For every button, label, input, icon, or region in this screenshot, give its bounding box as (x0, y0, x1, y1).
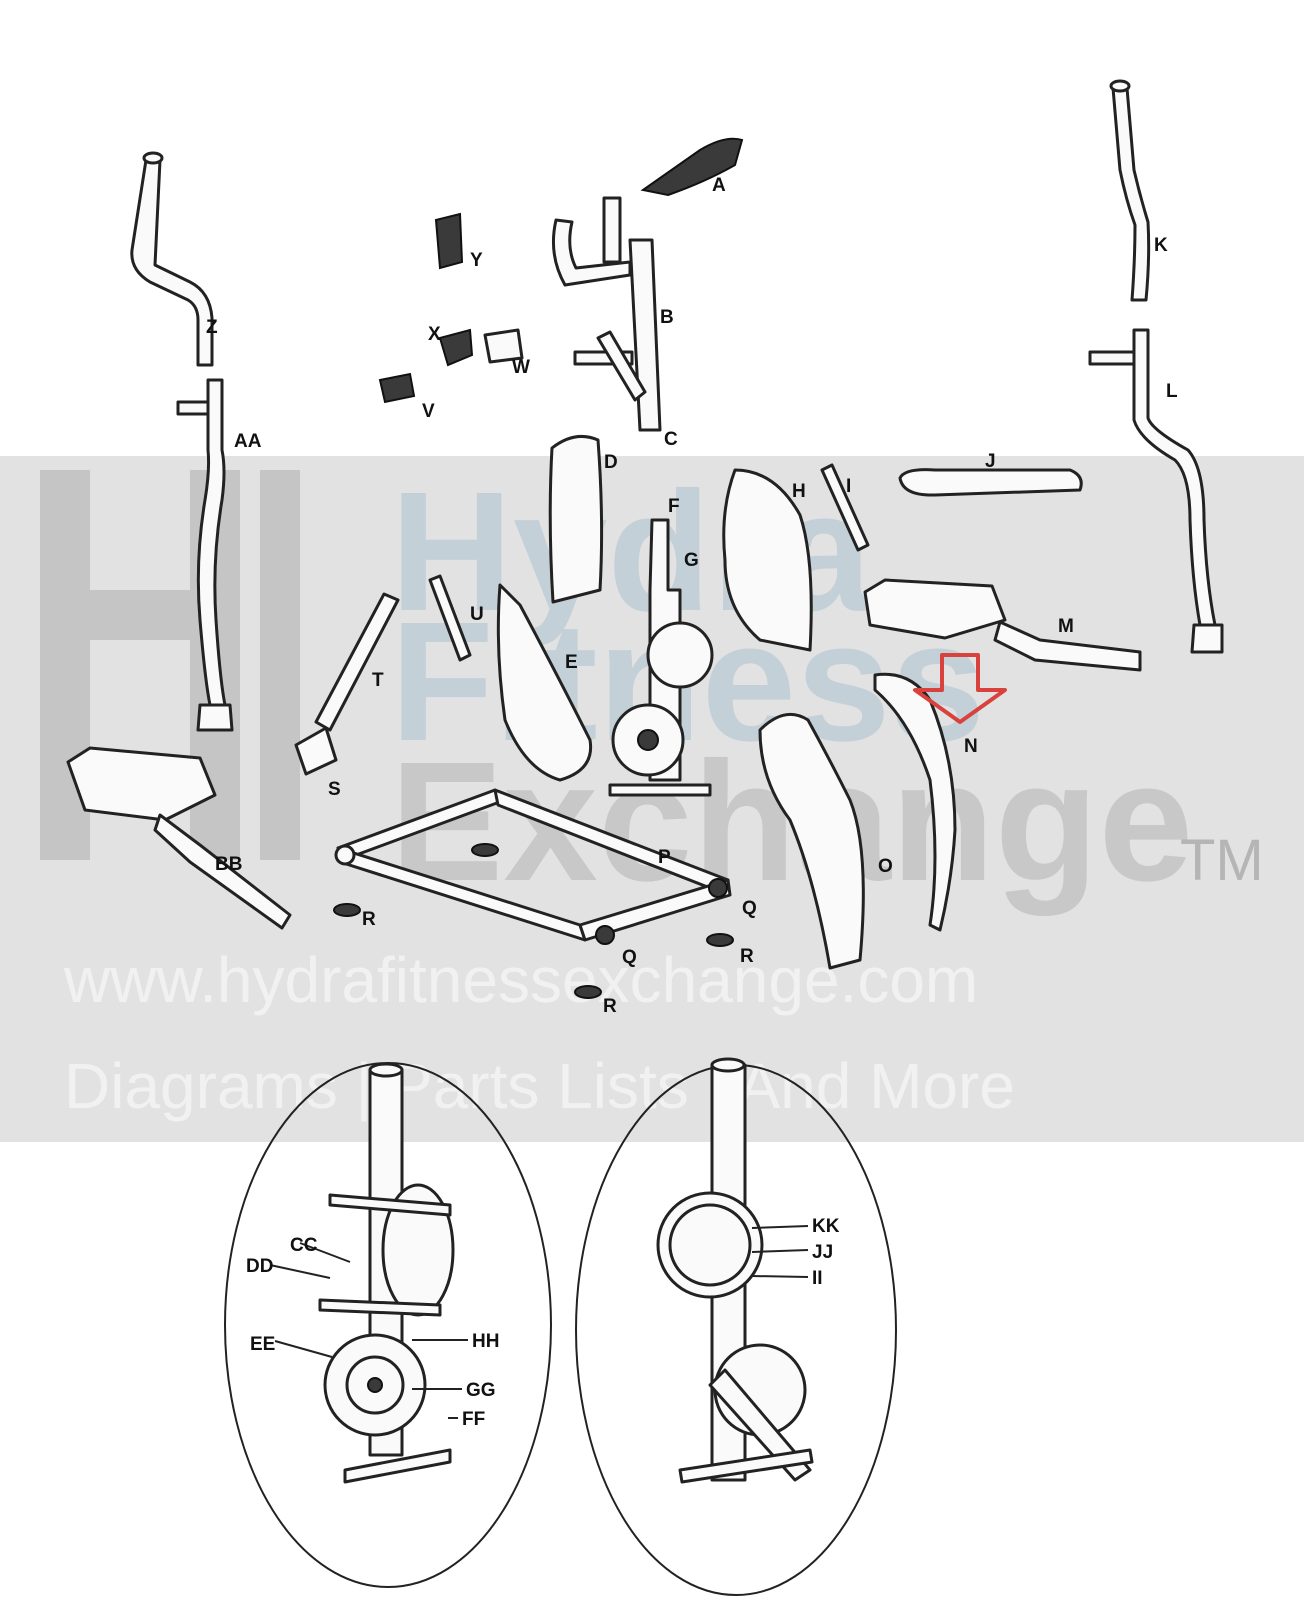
label-p: P (658, 847, 671, 868)
label-aa: AA (234, 431, 262, 452)
label-s: S (328, 779, 341, 800)
label-m: M (1058, 616, 1074, 637)
link-u (428, 574, 472, 662)
label-g: G (684, 550, 699, 571)
small-part-x (438, 328, 474, 367)
base-frame-p (334, 788, 732, 942)
foot-r-1 (333, 903, 361, 917)
label-a: A (712, 175, 726, 196)
upright-mast-b (551, 196, 662, 432)
label-r-2: R (740, 946, 754, 967)
shroud-d (548, 434, 604, 604)
label-q-2: Q (622, 947, 637, 968)
label-k: K (1154, 235, 1168, 256)
link-i (820, 463, 870, 552)
foot-q-2 (595, 925, 615, 945)
small-part-y (434, 212, 464, 270)
shroud-e (496, 583, 593, 782)
label-z: Z (206, 317, 218, 338)
label-dd: DD (246, 1256, 273, 1277)
pedal-m (863, 578, 1142, 672)
label-r-3: R (603, 996, 617, 1017)
link-j (898, 468, 1083, 497)
label-h: H (792, 481, 806, 502)
label-l: L (1166, 381, 1178, 402)
label-v: V (422, 401, 435, 422)
label-jj: JJ (812, 1242, 833, 1263)
detail-view-left (224, 1062, 552, 1588)
small-part-w (483, 328, 524, 364)
shroud-o (758, 712, 865, 970)
label-ff: FF (462, 1409, 485, 1430)
lower-arm-aa (176, 378, 234, 732)
label-e: E (565, 652, 578, 673)
label-ee: EE (250, 1334, 275, 1355)
lower-arm-l (1088, 328, 1224, 654)
label-f: F (668, 496, 680, 517)
label-bb: BB (215, 854, 242, 875)
foot-center (471, 843, 499, 857)
label-kk: KK (812, 1216, 840, 1237)
link-t (294, 592, 400, 776)
label-ii: II (812, 1268, 823, 1289)
foot-q-1 (708, 878, 728, 898)
watermark-url: www.hydrafitnessexchange.com (63, 944, 978, 1016)
label-w: W (512, 357, 530, 378)
label-x: X (428, 324, 441, 345)
foot-r-2 (706, 933, 734, 947)
label-n: N (964, 736, 978, 757)
detail-labels: CC DD EE FF GG HH II JJ KK (246, 1216, 840, 1430)
watermark-trademark: TM (1180, 828, 1264, 893)
label-cc: CC (290, 1235, 318, 1256)
label-hh: HH (472, 1331, 499, 1352)
watermark-tagline: Diagrams | Parts Lists | And More (64, 1050, 1015, 1122)
part-labels: A B C D E F G H I J K L M N O P Q Q R R … (206, 175, 1178, 1017)
shroud-h (722, 468, 813, 652)
label-j: J (985, 451, 996, 472)
label-d: D (604, 452, 618, 473)
label-c: C (664, 429, 678, 450)
label-t: T (372, 670, 384, 691)
label-b: B (660, 307, 674, 328)
label-u: U (470, 604, 484, 625)
highlight-arrow-icon (913, 653, 1007, 724)
handlebar-z (130, 151, 214, 367)
label-gg: GG (466, 1380, 496, 1401)
foot-r-3 (574, 985, 602, 999)
small-part-v (378, 372, 416, 404)
handlebar-k (1109, 79, 1151, 302)
label-q-1: Q (742, 898, 757, 919)
label-o: O (878, 856, 893, 877)
console-a (640, 137, 744, 197)
detail-view-right (575, 1057, 897, 1596)
pedal-bb (66, 746, 292, 930)
label-r-1: R (362, 909, 376, 930)
label-i: I (846, 476, 851, 497)
center-frame-g (608, 518, 714, 797)
label-y: Y (470, 250, 483, 271)
